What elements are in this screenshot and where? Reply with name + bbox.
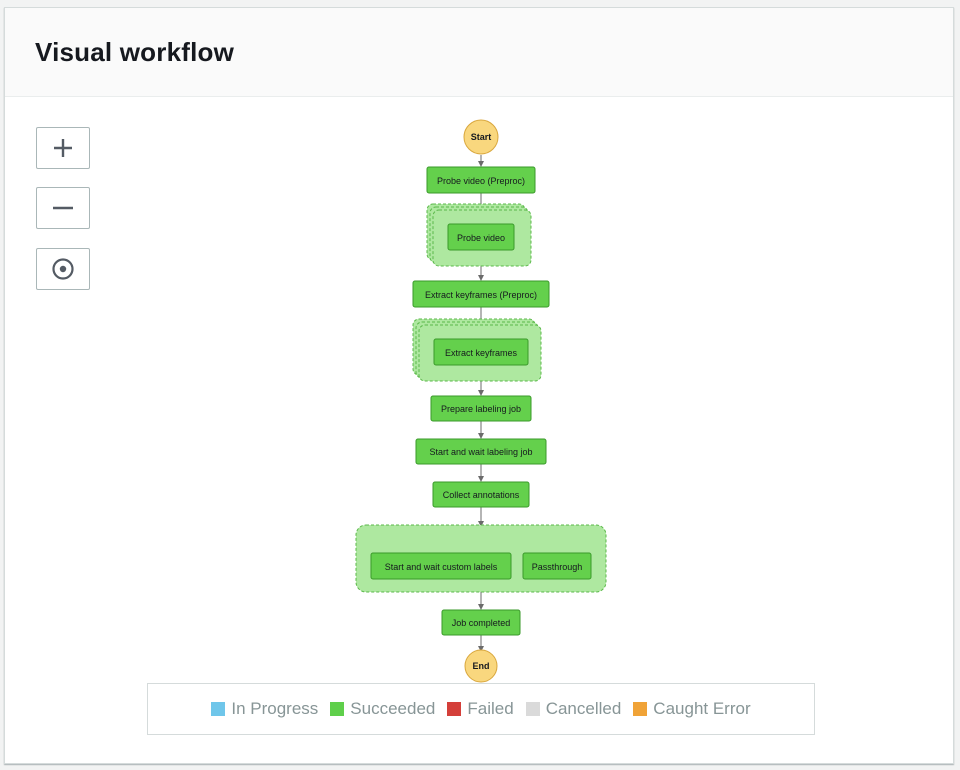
panel-title: Visual workflow xyxy=(35,37,235,67)
legend-swatch xyxy=(633,702,648,716)
start-node[interactable]: Start xyxy=(463,119,499,155)
legend-swatch xyxy=(211,702,226,716)
legend-label: Failed xyxy=(467,699,514,718)
legend-item-caught-error: Caught Error xyxy=(633,699,751,719)
state-collect-annotations[interactable]: Collect annotations xyxy=(432,481,530,508)
state-label: Extract keyframes (Preproc) xyxy=(425,290,537,300)
zoom-in-button[interactable] xyxy=(36,127,90,169)
state-label: Prepare labeling job xyxy=(441,404,521,414)
state-start-wait-custom-labels[interactable]: Start and wait custom labels xyxy=(370,552,512,580)
legend-swatch xyxy=(447,702,462,716)
state-label: Probe video xyxy=(457,233,505,243)
zoom-out-icon xyxy=(53,206,73,210)
status-legend: In Progress Succeeded Failed Cancelled C… xyxy=(147,683,815,735)
center-button[interactable] xyxy=(36,248,90,290)
legend-label: Cancelled xyxy=(545,699,622,718)
state-job-completed[interactable]: Job completed xyxy=(441,609,521,636)
center-icon xyxy=(52,258,74,280)
state-label: Extract keyframes xyxy=(445,348,518,358)
state-label: Start and wait custom labels xyxy=(385,562,498,572)
legend-label: Caught Error xyxy=(653,699,751,718)
state-probe-video-preproc[interactable]: Probe video (Preproc) xyxy=(426,166,536,194)
legend-item-failed: Failed xyxy=(447,699,514,719)
state-label: Start and wait labeling job xyxy=(429,447,532,457)
state-passthrough[interactable]: Passthrough xyxy=(522,552,592,580)
state-label: Job completed xyxy=(452,618,511,628)
end-label: End xyxy=(473,661,490,671)
start-label: Start xyxy=(471,132,492,142)
state-extract-keyframes-preproc[interactable]: Extract keyframes (Preproc) xyxy=(412,280,550,308)
state-start-wait-labeling-job[interactable]: Start and wait labeling job xyxy=(415,438,547,465)
zoom-out-button[interactable] xyxy=(36,187,90,229)
workflow-graph[interactable]: Start Probe video (Preproc) Probe video … xyxy=(5,8,955,765)
legend-item-cancelled: Cancelled xyxy=(525,699,622,719)
parallel-group[interactable]: Start and wait custom labels Passthrough xyxy=(355,524,607,593)
zoom-in-icon xyxy=(54,139,72,157)
panel-header: Visual workflow xyxy=(5,8,953,97)
state-label: Collect annotations xyxy=(443,490,520,500)
end-node[interactable]: End xyxy=(464,649,498,683)
legend-label: Succeeded xyxy=(350,699,436,718)
legend-swatch xyxy=(330,702,345,716)
map-group-extract-keyframes[interactable]: Extract keyframes xyxy=(412,318,542,382)
visual-workflow-panel: Visual workflow Start xyxy=(4,7,954,764)
legend-item-succeeded: Succeeded xyxy=(330,699,435,719)
state-label: Passthrough xyxy=(532,562,583,572)
state-label: Probe video (Preproc) xyxy=(437,176,525,186)
map-group-probe-video[interactable]: Probe video xyxy=(426,203,532,267)
state-prepare-labeling-job[interactable]: Prepare labeling job xyxy=(430,395,532,422)
legend-swatch xyxy=(525,702,540,716)
legend-label: In Progress xyxy=(231,699,319,718)
legend-item-in-progress: In Progress xyxy=(211,699,318,719)
